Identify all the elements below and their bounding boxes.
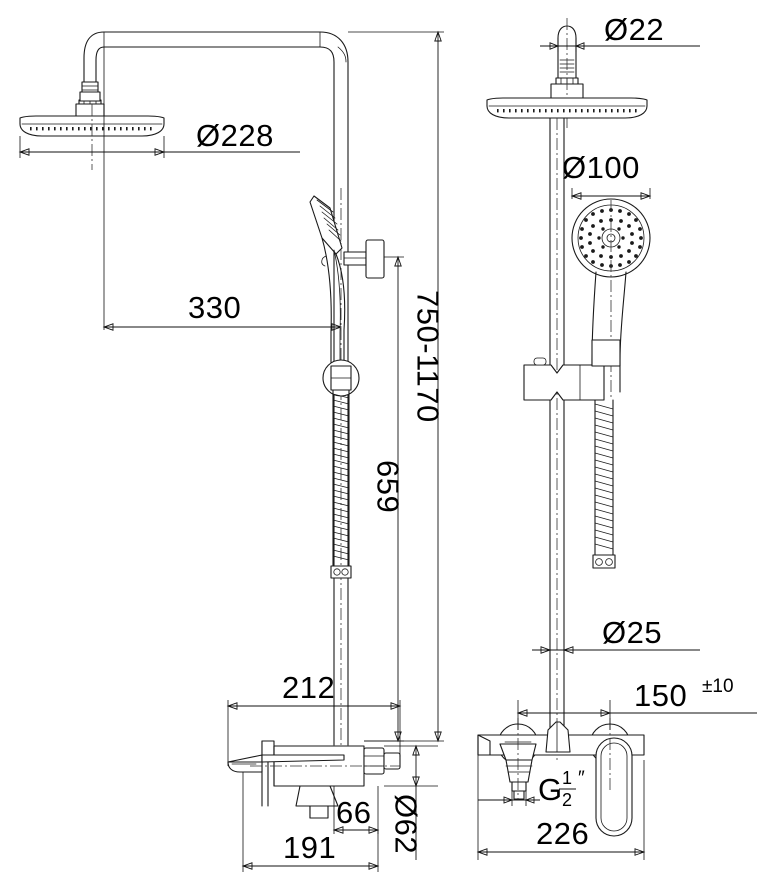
dim-column-diameter: Ø25 xyxy=(532,615,700,654)
dim-label-hand-diameter: Ø100 xyxy=(562,150,640,185)
dim-label-mixer-body-diameter: Ø62 xyxy=(389,794,424,854)
dim-inlet-outlet-tick xyxy=(478,782,540,806)
shower-arm xyxy=(83,31,349,193)
overhead-shower-head xyxy=(19,104,165,170)
flexible-hose-side xyxy=(330,389,352,579)
dim-head-projection: 330 xyxy=(102,47,343,331)
hose-connector xyxy=(322,359,360,397)
dim-label-body-width: 226 xyxy=(536,816,589,851)
riser-column-front xyxy=(549,117,565,760)
mixer-body-side xyxy=(227,740,401,819)
dim-label-spout-projection: 191 xyxy=(283,830,336,865)
dim-label-head-projection: 330 xyxy=(188,290,241,325)
thread-callout: G 1 2 ″ xyxy=(538,768,585,810)
dim-spout-projection: 191 xyxy=(241,772,380,872)
mixer-body-front xyxy=(477,718,645,837)
shower-holder-bracket xyxy=(343,239,385,279)
dim-label-rail-range: 750-1170 xyxy=(411,290,446,423)
hose-coils xyxy=(332,393,350,561)
hand-shower-nozzle-dots xyxy=(579,208,643,268)
dim-hose-drop: 659 xyxy=(364,255,406,743)
slider-bracket-front xyxy=(523,357,605,401)
dim-spout-offset: 66 xyxy=(332,786,380,834)
thread-unit: ″ xyxy=(578,768,585,789)
dim-label-spout-offset: 66 xyxy=(336,795,371,830)
side-view-dimensions: Ø228 330 750-1170 659 xyxy=(18,30,446,872)
dim-mixer-projection: 212 xyxy=(226,670,402,766)
handle-clip-front xyxy=(591,339,621,367)
dim-label-head-diameter: Ø228 xyxy=(196,118,274,153)
hand-shower-side xyxy=(309,195,346,369)
dim-label-mixer-projection: 212 xyxy=(282,670,335,705)
thread-label-g: G xyxy=(538,772,563,807)
dim-label-hose-drop: 659 xyxy=(371,460,406,513)
dim-hand-diameter: Ø100 xyxy=(562,150,652,200)
thread-denominator: 2 xyxy=(562,790,572,810)
shower-nozzles xyxy=(30,127,152,131)
hose-coils-front xyxy=(594,403,614,550)
overhead-head-front xyxy=(486,97,648,119)
dim-label-column-diameter: Ø25 xyxy=(602,615,662,650)
head-nozzles-front xyxy=(497,109,637,113)
dim-head-diameter: Ø228 xyxy=(18,118,300,158)
head-swivel-joint xyxy=(75,81,105,117)
dim-arm-diameter: Ø22 xyxy=(540,12,700,52)
dim-mixer-body-diameter: Ø62 xyxy=(384,744,438,860)
dim-label-inlet-tolerance: ±10 xyxy=(702,676,734,697)
dim-label-arm-diameter: Ø22 xyxy=(604,12,664,47)
front-view xyxy=(477,18,651,837)
flexible-hose-front xyxy=(592,399,616,569)
front-view-dimensions: Ø22 Ø100 Ø25 150 ±10 xyxy=(476,12,757,860)
thread-numerator: 1 xyxy=(562,768,572,788)
dim-inlet-centers: 150 ±10 xyxy=(516,676,757,730)
dim-body-width: 226 xyxy=(476,755,646,860)
dim-label-inlet-centers: 150 xyxy=(634,678,687,713)
dim-rail-range: 750-1170 xyxy=(348,30,446,743)
